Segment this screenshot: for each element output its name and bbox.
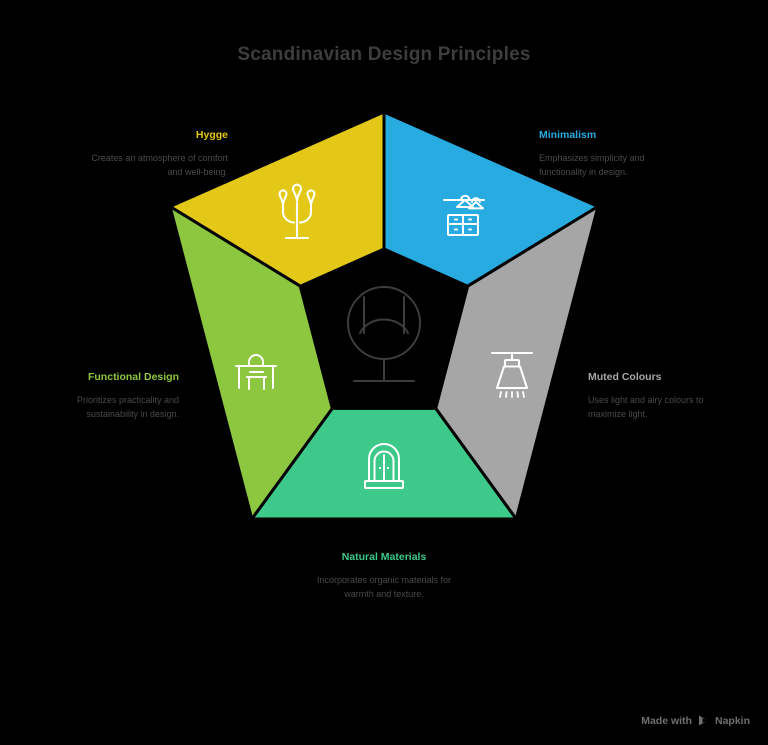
label-muted-colours: Muted Colours Uses light and airy colour… bbox=[588, 371, 738, 421]
label-natural-materials-description: Incorporates organic materials for warmt… bbox=[316, 575, 452, 599]
label-hygge: Hygge Creates an atmosphere of comfort a… bbox=[78, 129, 228, 179]
page-title: Scandinavian Design Principles bbox=[237, 44, 531, 65]
label-functional-design-description: Prioritizes practicality and sustainabil… bbox=[76, 395, 179, 419]
arched-cabinet-icon bbox=[364, 443, 404, 489]
label-minimalism: Minimalism Emphasizes simplicity and fun… bbox=[539, 129, 689, 179]
pendant-lamp-icon bbox=[490, 351, 534, 398]
label-functional-design: Functional Design Prioritizes practicali… bbox=[29, 371, 179, 421]
footer-brand-name: Napkin bbox=[714, 714, 750, 727]
label-minimalism-title: Minimalism bbox=[539, 129, 597, 141]
footer-attribution[interactable]: Made with Napkin bbox=[641, 714, 750, 727]
label-minimalism-description: Emphasizes simplicity and functionality … bbox=[539, 153, 645, 177]
label-muted-colours-description: Uses light and airy colours to maximize … bbox=[588, 395, 704, 419]
label-natural-materials-title: Natural Materials bbox=[341, 551, 427, 563]
table-chair-icon bbox=[235, 354, 277, 390]
label-muted-colours-title: Muted Colours bbox=[588, 371, 662, 383]
candelabra-icon bbox=[278, 183, 316, 240]
label-functional-design-title: Functional Design bbox=[87, 371, 179, 383]
wardrobe-hangers-dresser-icon bbox=[443, 194, 485, 236]
label-hygge-title: Hygge bbox=[195, 129, 228, 141]
label-natural-materials: Natural Materials Incorporates organic m… bbox=[309, 551, 459, 601]
napkin-logo-icon bbox=[697, 714, 710, 727]
footer-made-with-text: Made with bbox=[641, 714, 692, 727]
segment-functional-design-shape[interactable] bbox=[168, 205, 334, 521]
segment-functional-design[interactable] bbox=[168, 205, 334, 521]
label-hygge-description: Creates an atmosphere of comfort and wel… bbox=[91, 153, 228, 177]
armchair-icon bbox=[347, 286, 421, 382]
